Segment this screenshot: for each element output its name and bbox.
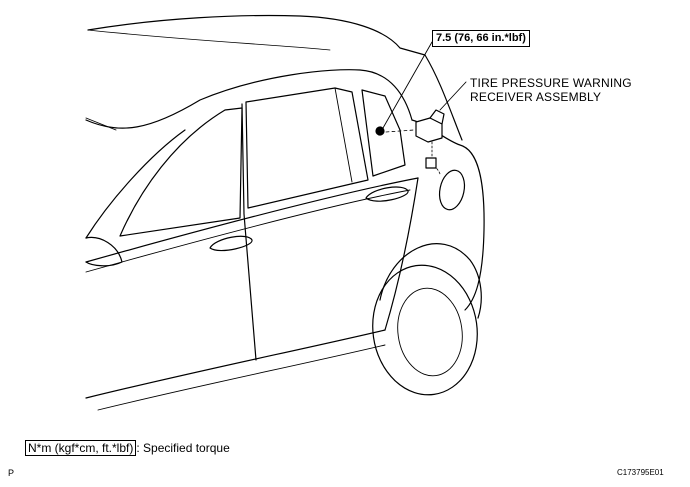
- rear-quarter: [411, 119, 485, 311]
- roof-edge: [87, 29, 331, 51]
- b-pillar: [241, 103, 257, 361]
- rocker-line: [85, 329, 386, 399]
- footer-figure-code: C173795E01: [617, 468, 664, 477]
- bolt: [375, 126, 385, 136]
- legend-unit-box: N*m (kgf*cm, ft.*lbf): [25, 440, 137, 456]
- legend-description: : Specified torque: [136, 441, 230, 455]
- roof-outline: [87, 14, 426, 56]
- wheel-arch: [379, 243, 482, 319]
- torque-callout: 7.5 (76, 66 in.*lbf): [432, 30, 530, 47]
- fuel-lid: [438, 169, 466, 211]
- receiver-assembly: [415, 117, 443, 143]
- a-pillar: [85, 117, 117, 131]
- torque-legend: N*m (kgf*cm, ft.*lbf): Specified torque: [25, 440, 230, 456]
- receiver-bracket: [429, 109, 445, 125]
- footer-left-code: P: [8, 468, 15, 478]
- rear-window: [245, 87, 369, 209]
- quarter-window: [361, 89, 406, 177]
- receiver-assembly-label: TIRE PRESSURE WARNING RECEIVER ASSEMBLY: [470, 76, 632, 104]
- tail-edge: [424, 54, 463, 141]
- rear-tire: [372, 264, 478, 396]
- front-window: [119, 107, 243, 237]
- rear-window-frame: [334, 87, 353, 183]
- front-pillar-line: [85, 129, 186, 239]
- receiver-connector: [425, 157, 437, 169]
- bolt-dash-line: [385, 129, 415, 133]
- rear-wheel-rim: [397, 287, 463, 377]
- front-door-handle: [209, 235, 253, 252]
- rear-door-handle: [365, 186, 409, 202]
- torque-leader-line: [382, 41, 433, 129]
- receiver-leader-line: [439, 81, 467, 111]
- rear-door-edge: [384, 177, 419, 331]
- receiver-label-line1: TIRE PRESSURE WARNING: [470, 76, 632, 90]
- character-line: [85, 189, 411, 273]
- rocker-lower: [97, 344, 386, 411]
- body-upper-contour: [85, 69, 413, 129]
- receiver-label-line2: RECEIVER ASSEMBLY: [470, 90, 602, 104]
- side-mirror: [85, 236, 123, 267]
- beltline: [85, 177, 419, 263]
